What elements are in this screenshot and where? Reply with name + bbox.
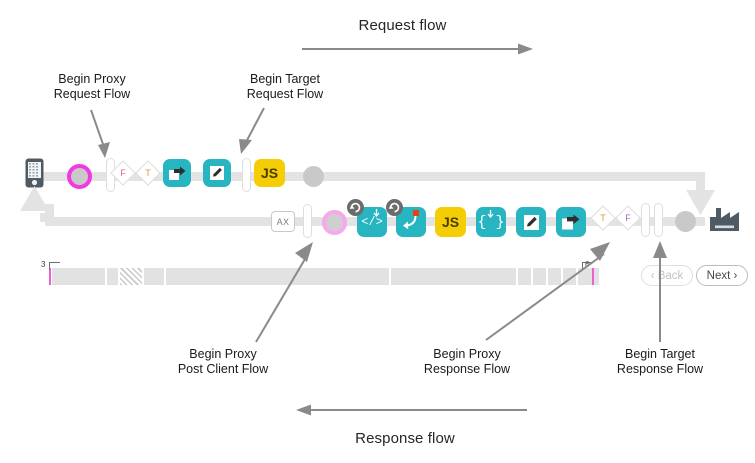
condition-diamond-t-label: T bbox=[145, 168, 151, 178]
top-rail-down-arrow bbox=[686, 190, 715, 215]
timeline-marker-end[interactable] bbox=[592, 268, 594, 285]
response-flow-title: Response flow bbox=[355, 430, 455, 447]
bottom-rail-elbow-vertical bbox=[45, 204, 54, 220]
flow-separator-pill[interactable] bbox=[641, 203, 650, 237]
annotation-line-1: Begin Proxy bbox=[189, 347, 257, 361]
edit-policy[interactable] bbox=[516, 207, 546, 237]
xml-policy-down-tick bbox=[373, 209, 380, 218]
flow-separator-pill[interactable] bbox=[654, 203, 663, 237]
annotation-begin-proxy-post-client-flow: Begin Proxy Post Client Flow bbox=[150, 347, 296, 377]
curved-arrow-icon bbox=[402, 214, 420, 230]
javascript-policy[interactable]: JS bbox=[435, 207, 466, 237]
flow-end-circle[interactable] bbox=[303, 166, 324, 187]
json-policy-down-tick bbox=[487, 210, 494, 219]
javascript-policy-label: JS bbox=[260, 165, 279, 181]
annotation-arrow-begin-proxy-request-flow bbox=[90, 109, 110, 158]
assign-message-policy[interactable] bbox=[163, 159, 191, 187]
edit-policy[interactable] bbox=[203, 159, 231, 187]
xml-code-icon: </> bbox=[361, 215, 383, 229]
target-factory-icon bbox=[710, 208, 740, 232]
ax-box-label: AX bbox=[276, 216, 290, 227]
annotation-line-2: Request Flow bbox=[53, 87, 131, 101]
timeline-segment[interactable] bbox=[144, 268, 164, 285]
condition-diamond-f-label: F bbox=[120, 168, 126, 178]
annotation-line-2: Response Flow bbox=[616, 362, 704, 376]
timeline-segment[interactable] bbox=[533, 268, 546, 285]
annotation-line-1: Begin Proxy bbox=[58, 72, 126, 86]
back-button-label: ‹ Back bbox=[650, 269, 684, 282]
annotation-line-2: Response Flow bbox=[423, 362, 511, 376]
flow-end-circle[interactable] bbox=[675, 211, 696, 232]
annotation-line-1: Begin Target bbox=[625, 347, 695, 361]
annotation-arrow-begin-target-response-flow bbox=[653, 241, 667, 342]
timeline-segment[interactable] bbox=[548, 268, 561, 285]
next-button[interactable]: Next › bbox=[696, 265, 748, 286]
annotation-arrow-begin-proxy-response-flow bbox=[485, 242, 610, 341]
timeline-left-bracket bbox=[49, 262, 60, 270]
annotation-arrow-begin-target-request-flow bbox=[239, 107, 265, 154]
timeline-segment[interactable] bbox=[52, 268, 105, 285]
timeline-scrubber[interactable] bbox=[46, 268, 601, 285]
javascript-policy[interactable]: JS bbox=[254, 159, 285, 187]
json-braces-icon: { } bbox=[477, 213, 505, 231]
request-flow-title: Request flow bbox=[358, 17, 447, 34]
annotation-arrow-begin-proxy-post-client-flow bbox=[255, 242, 313, 343]
proxy-request-start-circle[interactable] bbox=[67, 164, 92, 189]
bottom-rail-up-arrow bbox=[20, 186, 49, 211]
bottom-rail-left-stub bbox=[40, 213, 54, 222]
retry-arrow-icon bbox=[388, 202, 400, 213]
assign-arrow-icon bbox=[562, 214, 580, 230]
raise-fault-error-dot bbox=[413, 210, 419, 216]
timeline-segment[interactable] bbox=[518, 268, 531, 285]
timeline-left-tick-label: 3 bbox=[41, 260, 46, 269]
retry-badge[interactable] bbox=[386, 199, 403, 216]
annotation-line-2: Post Client Flow bbox=[177, 362, 269, 376]
flow-separator-pill[interactable] bbox=[303, 204, 312, 238]
post-client-flow-circle[interactable] bbox=[322, 210, 347, 235]
top-rail bbox=[40, 172, 705, 181]
pencil-icon bbox=[523, 214, 540, 231]
annotation-begin-proxy-response-flow: Begin Proxy Response Flow bbox=[396, 347, 538, 377]
xml-policy[interactable]: </> bbox=[357, 207, 387, 237]
annotation-line-1: Begin Proxy bbox=[433, 347, 501, 361]
timeline-right-tick-label: 6 bbox=[585, 260, 590, 269]
timeline-marker-start[interactable] bbox=[49, 268, 51, 285]
assign-message-policy[interactable] bbox=[556, 207, 586, 237]
ax-box[interactable]: AX bbox=[271, 211, 295, 232]
response-flow-arrow bbox=[296, 404, 527, 416]
condition-diamond-t-label: T bbox=[600, 213, 606, 223]
assign-arrow-icon bbox=[168, 166, 186, 181]
retry-arrow-icon bbox=[349, 202, 361, 213]
annotation-begin-proxy-request-flow: Begin Proxy Request Flow bbox=[30, 72, 154, 102]
retry-badge[interactable] bbox=[347, 199, 364, 216]
mobile-device-icon bbox=[25, 158, 44, 188]
condition-diamond-f-label: F bbox=[625, 213, 631, 223]
timeline-right-bracket bbox=[582, 262, 593, 270]
annotation-line-2: Request Flow bbox=[246, 87, 324, 101]
timeline-segment-hatched[interactable] bbox=[120, 268, 142, 285]
request-flow-arrow bbox=[302, 43, 533, 55]
annotation-begin-target-request-flow: Begin Target Request Flow bbox=[224, 72, 346, 102]
back-button[interactable]: ‹ Back bbox=[641, 265, 693, 286]
timeline-segment[interactable] bbox=[391, 268, 516, 285]
timeline-segment[interactable] bbox=[107, 268, 118, 285]
timeline-segment[interactable] bbox=[166, 268, 389, 285]
top-rail-elbow-vertical bbox=[696, 172, 705, 198]
pencil-icon bbox=[209, 165, 225, 181]
annotation-line-1: Begin Target bbox=[250, 72, 320, 86]
flow-separator-pill[interactable] bbox=[242, 158, 251, 192]
javascript-policy-label: JS bbox=[441, 214, 460, 230]
annotation-begin-target-response-flow: Begin Target Response Flow bbox=[589, 347, 731, 377]
next-button-label: Next › bbox=[706, 269, 738, 282]
